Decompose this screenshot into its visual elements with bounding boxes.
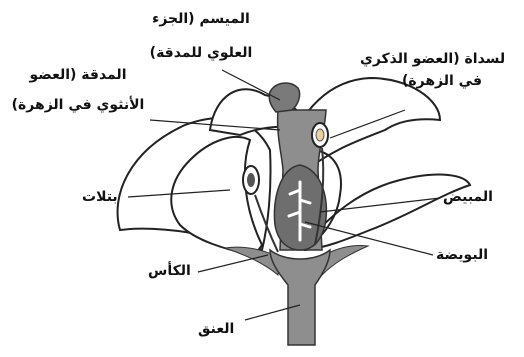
label-pistil: المدقة (العضو الأنثوي في الزهرة) [8, 64, 148, 116]
leader-sepal [198, 255, 268, 272]
label-stem: العنق [198, 318, 234, 340]
stigma [269, 83, 299, 112]
receptacle [270, 250, 330, 345]
label-anther: لسداة (العضو الذكري في الزهرة) [360, 48, 524, 92]
label-ovule: البويضة [436, 244, 488, 266]
anther-right-inner [316, 129, 324, 141]
label-petals: بتلات [82, 186, 118, 208]
label-stigma: الميسم (الجزء العلوي للمدقة) [148, 8, 254, 64]
label-ovary: المبيض [443, 186, 493, 208]
anther-left-inner [247, 173, 255, 187]
label-sepal: الكأس [148, 260, 191, 282]
